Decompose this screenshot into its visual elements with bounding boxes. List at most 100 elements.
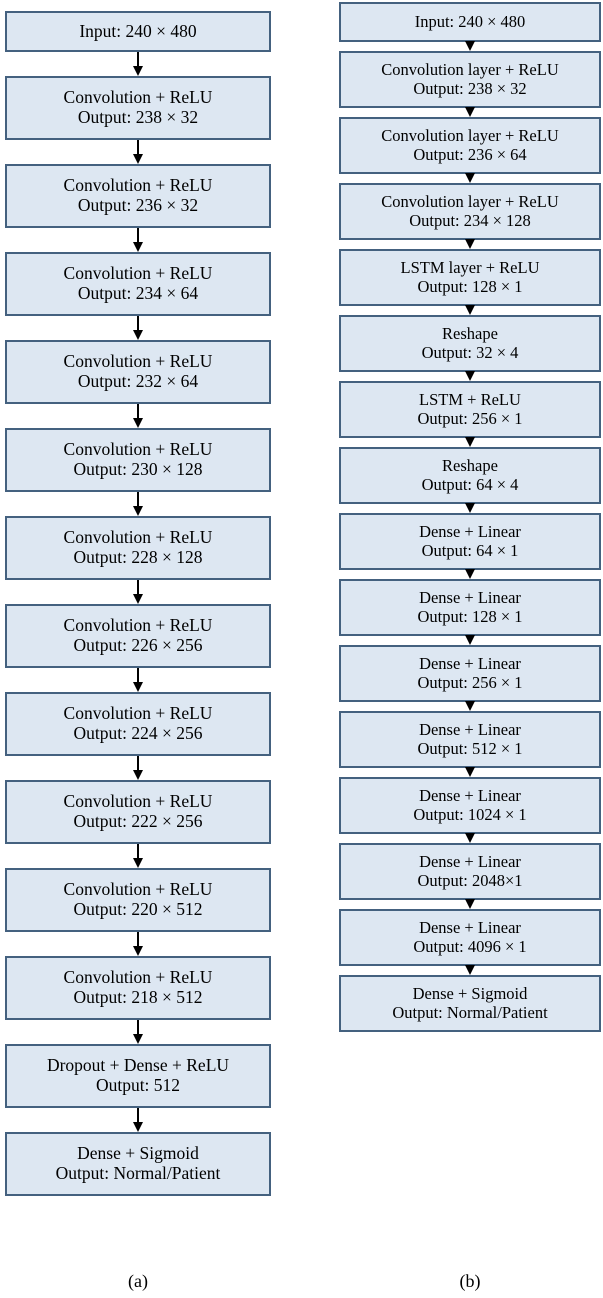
flow-arrow [131,228,145,252]
arrow-head-icon [465,569,475,579]
flow-arrow [463,569,477,579]
layer-node-output: Output: 218 × 512 [73,987,203,1007]
layer-node-title: Input: 240 × 480 [79,20,197,41]
arrow-head-icon [465,767,475,777]
arrow-head-icon [465,41,475,51]
layer-node-output: Output: 230 × 128 [73,459,203,479]
arrow-head-icon [465,833,475,843]
layer-node-title: Dense + Linear [419,785,521,805]
arrow-stem [137,844,139,860]
flow-arrow [131,756,145,780]
layer-node-title: Convolution layer + ReLU [381,125,559,145]
arrow-head-icon [133,506,143,516]
flow-arrow [463,503,477,513]
flow-arrow [463,767,477,777]
arrow-head-icon [465,437,475,447]
layer-node: Input: 240 × 480 [339,2,601,42]
arrow-stem [137,140,139,156]
layer-node-output: Output: 238 × 32 [413,78,527,98]
flow-arrow [131,580,145,604]
arrow-head-icon [133,1122,143,1132]
layer-node-title: Convolution + ReLU [63,175,213,196]
layer-node-output: Output: 222 × 256 [73,811,203,831]
arrow-stem [137,580,139,596]
arrow-head-icon [465,173,475,183]
flow-arrow [131,140,145,164]
layer-node-title: LSTM + ReLU [419,389,521,409]
layer-node-title: Convolution + ReLU [63,263,213,284]
layer-node-title: Input: 240 × 480 [414,11,526,31]
arrow-head-icon [133,946,143,956]
layer-node-output: Output: 256 × 1 [417,408,523,428]
layer-node-title: Dense + Linear [419,653,521,673]
panel-b-caption: (b) [459,1271,481,1291]
layer-node-title: Convolution + ReLU [63,87,213,108]
layer-node-title: Convolution + ReLU [63,615,213,636]
flow-arrow [463,701,477,711]
layer-node-title: Dense + Linear [419,521,521,541]
arrow-head-icon [133,858,143,868]
layer-node-output: Output: 4096 × 1 [413,936,527,956]
flow-arrow [463,173,477,183]
layer-node-output: Output: 128 × 1 [417,276,523,296]
flow-arrow [463,965,477,975]
arrow-head-icon [465,239,475,249]
layer-node-title: Reshape [442,455,498,475]
arrow-head-icon [465,503,475,513]
layer-node-output: Output: 234 × 64 [77,283,199,303]
flow-arrow [131,932,145,956]
layer-node-output: Output: 236 × 32 [77,195,199,215]
panel-a-caption: (a) [128,1271,148,1291]
flow-arrow [463,239,477,249]
layer-node-title: Dense + Linear [419,917,521,937]
layer-node-title: Dropout + Dense + ReLU [46,1055,230,1076]
flow-arrow [131,492,145,516]
layer-node-output: Output: 128 × 1 [417,606,523,626]
flow-arrow [463,437,477,447]
layer-node-title: Convolution + ReLU [63,967,213,988]
layer-node-output: Output: 238 × 32 [77,107,199,127]
layer-node-title: Convolution + ReLU [63,527,213,548]
layer-node: Input: 240 × 480 [5,11,271,52]
arrow-head-icon [465,107,475,117]
arrow-head-icon [133,1034,143,1044]
layer-node-title: Convolution + ReLU [63,439,213,460]
layer-node-output: Output: 234 × 128 [409,210,531,230]
layer-node-title: Convolution + ReLU [63,791,213,812]
layer-node-output: Output: 224 × 256 [73,723,203,743]
flow-arrow [463,305,477,315]
arrow-stem [137,492,139,508]
arrow-head-icon [465,899,475,909]
layer-node-title: Convolution layer + ReLU [381,191,559,211]
flow-arrow [463,41,477,51]
layer-node-output: Output: 236 × 64 [413,144,527,164]
flow-arrow [463,899,477,909]
arrow-stem [137,404,139,420]
arrow-head-icon [133,418,143,428]
arrow-stem [137,932,139,948]
arrow-head-icon [133,242,143,252]
layer-node-title: Dense + Linear [419,587,521,607]
arrow-stem [137,1108,139,1124]
flow-arrow [131,1020,145,1044]
arrow-head-icon [465,965,475,975]
arrow-head-icon [133,154,143,164]
arrow-head-icon [465,701,475,711]
